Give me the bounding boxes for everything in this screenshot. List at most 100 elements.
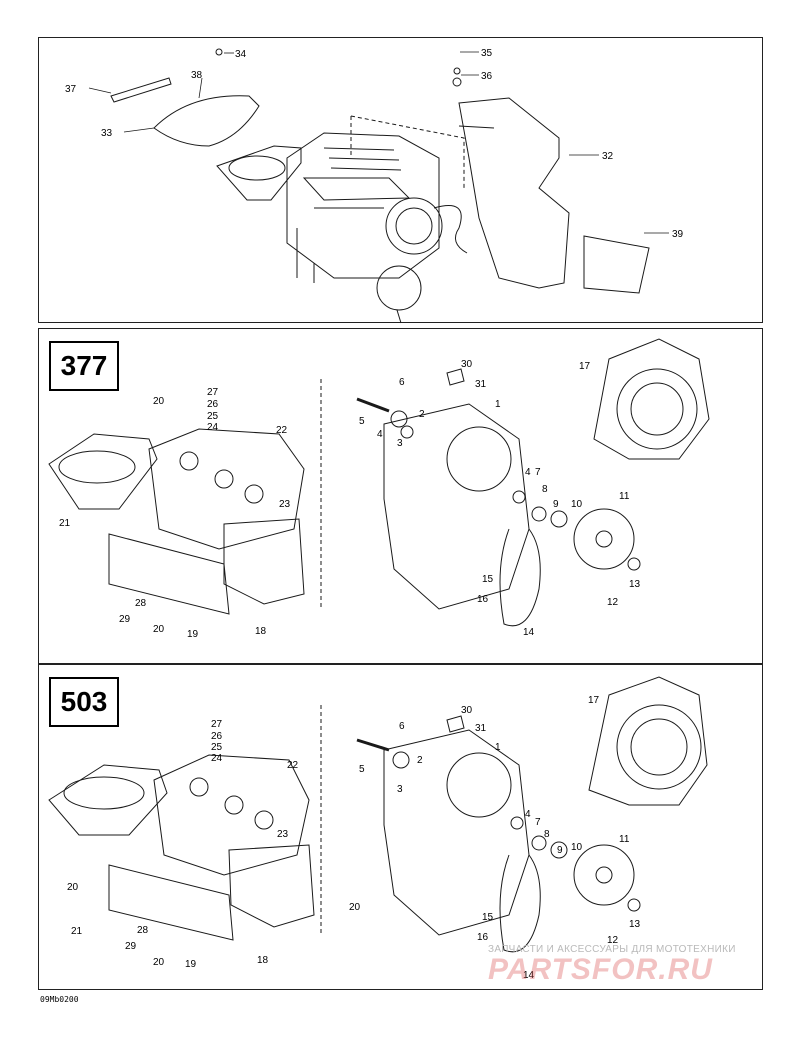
bearing-2 xyxy=(390,410,408,428)
callout: 1 xyxy=(495,742,501,753)
callout-top: 34 xyxy=(235,49,247,60)
callout: 26 xyxy=(207,399,219,410)
flywheel xyxy=(385,197,443,255)
callout: 15 xyxy=(482,912,494,923)
fan-shroud-17 xyxy=(593,338,710,460)
callouts-503: 27 26 25 24 22 23 20 20 21 28 29 20 19 1… xyxy=(67,695,641,981)
air-intake-opening xyxy=(58,450,136,484)
fan-shroud-grille-inner xyxy=(630,382,684,436)
fan-hub xyxy=(595,866,613,884)
callout-top: 36 xyxy=(481,71,493,82)
fan-cover-32 xyxy=(458,97,570,289)
belt-14 xyxy=(499,528,541,627)
housing-18 xyxy=(223,518,305,605)
callout: 10 xyxy=(571,499,583,510)
engine-fins xyxy=(302,177,411,209)
head-hole xyxy=(189,777,209,797)
plate-30 xyxy=(446,368,465,386)
callout: 9 xyxy=(557,845,563,856)
callout: 29 xyxy=(119,614,131,625)
callout: 30 xyxy=(461,705,473,716)
callout-top: 35 xyxy=(481,48,493,59)
callout: 11 xyxy=(619,834,630,845)
callout: 20 xyxy=(349,902,361,913)
callout: 31 xyxy=(475,379,487,390)
cylinder-head-cover xyxy=(153,754,310,876)
callout: 11 xyxy=(619,491,630,502)
deflector-19 xyxy=(108,864,234,941)
callout: 6 xyxy=(399,377,405,388)
callout: 10 xyxy=(571,842,583,853)
engine-overview-drawing: 37 38 34 33 35 36 32 39 xyxy=(65,48,684,324)
callout: 25 xyxy=(207,411,219,422)
callout-top: 39 xyxy=(672,229,684,240)
callout: 9 xyxy=(553,499,559,510)
callout: 17 xyxy=(588,695,600,706)
head-hole xyxy=(254,810,274,830)
callout: 22 xyxy=(276,425,288,436)
air-intake-opening xyxy=(63,776,145,810)
cylinder-head-cover xyxy=(148,428,305,550)
callout: 4 xyxy=(525,809,531,820)
model-number-503: 503 xyxy=(49,677,119,727)
watermark-caption: ЗАПЧАСТИ И АКСЕССУАРЫ ДЛЯ МОТОТЕХНИКИ xyxy=(488,944,736,955)
fan-housing-1 xyxy=(383,729,530,936)
head-hole xyxy=(179,451,199,471)
callout: 1 xyxy=(495,399,501,410)
model-number-377: 377 xyxy=(49,341,119,391)
air-intake-opening xyxy=(228,155,286,181)
panel-model-503: 503 27 26 25 24 22 23 20 xyxy=(38,664,763,990)
fan-hub xyxy=(595,530,613,548)
callout: 2 xyxy=(419,409,425,420)
callout: 21 xyxy=(71,926,83,937)
fan-shroud-grille-inner xyxy=(630,718,688,776)
engine-block xyxy=(286,132,440,279)
callout: 2 xyxy=(417,755,423,766)
model-377-drawing: 20 27 26 25 24 22 23 21 28 29 20 19 18 6… xyxy=(48,338,710,640)
callout: 14 xyxy=(523,627,535,638)
cable-line xyxy=(433,205,468,254)
shaft-5 xyxy=(356,738,390,752)
callout: 7 xyxy=(535,817,541,828)
callout: 12 xyxy=(607,597,619,608)
cover-bracket xyxy=(458,125,495,129)
callout: 22 xyxy=(287,760,299,771)
recoil-starter xyxy=(376,265,422,311)
callout: 24 xyxy=(207,422,219,433)
callout: 17 xyxy=(579,361,591,372)
callout: 19 xyxy=(187,629,199,640)
callout: 19 xyxy=(185,959,197,970)
callout: 6 xyxy=(399,721,405,732)
air-intake-shape xyxy=(48,433,158,510)
head-hole xyxy=(214,469,234,489)
callout: 20 xyxy=(153,957,165,968)
callout: 21 xyxy=(59,518,71,529)
plate-30 xyxy=(446,715,465,733)
washer-10 xyxy=(550,510,568,528)
callouts-377: 20 27 26 25 24 22 23 21 28 29 20 19 18 6… xyxy=(59,359,641,640)
head-hole xyxy=(244,484,264,504)
callout: 4 xyxy=(377,429,383,440)
callouts-top: 37 38 34 33 35 36 32 39 xyxy=(65,48,684,240)
callout: 20 xyxy=(153,624,165,635)
washer-36 xyxy=(452,77,462,87)
callout: 8 xyxy=(544,829,550,840)
callout: 20 xyxy=(153,396,165,407)
fan-housing-1 xyxy=(383,403,530,610)
alignment-line xyxy=(350,115,465,188)
callout-top: 33 xyxy=(101,128,113,139)
callout: 3 xyxy=(397,784,403,795)
callout: 28 xyxy=(135,598,147,609)
fan-11 xyxy=(573,508,635,570)
callout: 28 xyxy=(137,925,149,936)
flywheel-inner xyxy=(395,207,433,245)
callout: 4 xyxy=(525,467,531,478)
callout: 5 xyxy=(359,416,365,427)
callout: 23 xyxy=(277,829,289,840)
callout: 27 xyxy=(207,387,219,398)
nut-13 xyxy=(627,557,641,571)
callout: 7 xyxy=(535,467,541,478)
pulley-4 xyxy=(512,490,526,504)
fan-11 xyxy=(573,844,635,906)
callout-top: 32 xyxy=(602,151,614,162)
